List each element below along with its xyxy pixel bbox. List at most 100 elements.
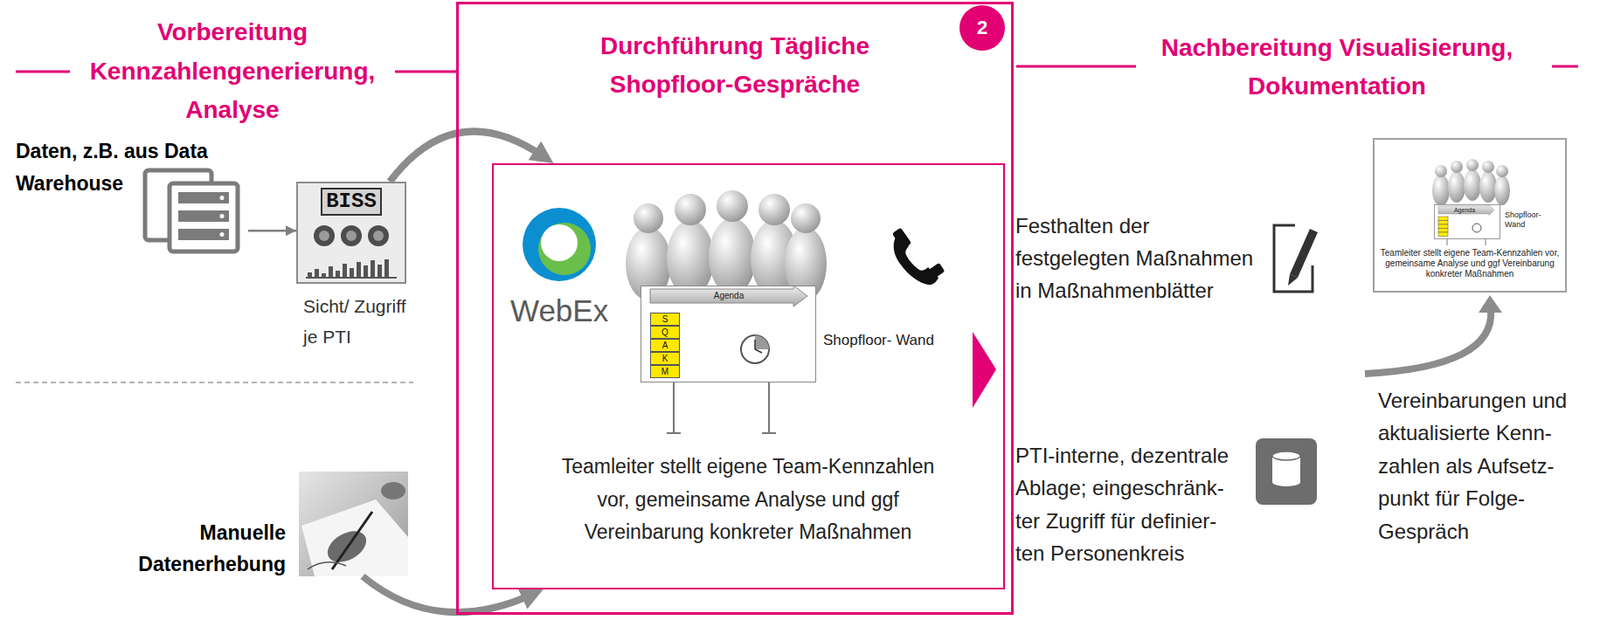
- data-source: Daten, z.B. aus Data Warehouse: [12, 135, 249, 258]
- header-rule-part: [1551, 65, 1579, 69]
- biss-graphic-part: [328, 266, 333, 278]
- server-icon-part: [220, 232, 225, 237]
- biss-graphic-part: [346, 230, 357, 242]
- node-text: Agenda: [1438, 206, 1491, 215]
- team-figures-part: [790, 203, 821, 234]
- thumbnail-figures-part: [1450, 160, 1463, 174]
- node-text-slot: Durchführung Tägliche Shopfloor-Gespräch…: [560, 27, 910, 104]
- pencil-icon-part: [1274, 225, 1313, 292]
- webex-logo-part: [540, 224, 578, 262]
- server-icon: [145, 170, 238, 252]
- server-icon-part: [178, 210, 229, 222]
- shopfloor-board: AgendaSQAKMShopfloor- Wand: [640, 285, 817, 383]
- board-graphic-part: [672, 382, 675, 434]
- biss-graphic-part: [296, 181, 407, 284]
- node-text: Teamleiter stellt eigene Team-Kennzahlen…: [1378, 248, 1561, 280]
- biss-graphic-part: [373, 230, 384, 242]
- flow-triangle-part: [972, 332, 997, 409]
- writing-photo-part: [298, 471, 409, 577]
- node-text: Q: [650, 325, 680, 340]
- phone-icon-part: [892, 228, 912, 250]
- logo-text-slot: WebEx: [510, 293, 609, 329]
- node-text-slot: Agenda: [1438, 206, 1491, 215]
- node-text: Sicht/ Zugriff je PTI: [303, 290, 417, 353]
- thumbnail-figures: [1432, 159, 1510, 246]
- thumbnail-figures-part: [1432, 174, 1450, 207]
- biss-graphic: [296, 181, 407, 284]
- database-icon-part: [1255, 438, 1317, 506]
- thumbnail-figures-part: [1496, 165, 1509, 178]
- node-text: A: [650, 339, 680, 353]
- biss-graphic-part: [356, 262, 361, 278]
- database-icon-part: [1272, 451, 1301, 461]
- board-graphic-part: [768, 382, 770, 434]
- biss-graphic-part: [321, 273, 326, 278]
- phone-icon: [892, 228, 946, 286]
- biss-graphic-part: [377, 264, 382, 278]
- team-figures-part: [674, 193, 707, 226]
- board-graphic-part: [741, 335, 769, 364]
- thumbnail-figures-part: [1438, 224, 1448, 229]
- thumbnail-figures-part: [1494, 175, 1510, 206]
- node-text-slot: S: [650, 312, 680, 326]
- thumbnail-figures-part: [1479, 171, 1497, 203]
- biss-graphic-part: [313, 225, 335, 247]
- node-text: S: [650, 312, 680, 326]
- database-icon: [1255, 438, 1317, 506]
- thumbnail-board: AgendaShopfloor- Wand: [1433, 204, 1501, 240]
- thumbnail-figures-part: [1466, 159, 1479, 172]
- writing-photo-part: [307, 562, 347, 570]
- node-text-slot: Teamleiter stellt eigene Team-Kennzahlen…: [1378, 248, 1561, 280]
- board-graphic: [640, 285, 817, 434]
- server-icon-part: [178, 228, 229, 241]
- team-figures-part: [633, 203, 664, 234]
- manual-input: Manuelle Datenerhebung: [104, 471, 409, 577]
- node-text: Durchführung Tägliche Shopfloor-Gespräch…: [560, 27, 910, 104]
- team-figures: [625, 190, 827, 301]
- thumbnail-figures-part: [1472, 223, 1482, 233]
- board-graphic-part: [650, 285, 808, 307]
- board-graphic-part: [640, 285, 817, 383]
- callout-number: 2: [959, 5, 1005, 51]
- team-figures-part: [716, 190, 749, 222]
- biss-graphic-part: [342, 263, 347, 278]
- node-text: Shopfloor- Wand: [823, 332, 935, 350]
- separator-line: [15, 382, 414, 384]
- biss-graphic-part: [363, 265, 368, 278]
- biss-graphic-part: [349, 268, 354, 278]
- writing-photo-part: [380, 482, 406, 500]
- server-icon-part: [178, 192, 229, 204]
- step-note: Vereinbarungen und aktualisierte Kenn- z…: [1378, 384, 1580, 548]
- node-text-slot: Agenda: [650, 290, 808, 303]
- database-icon-part: [1272, 477, 1301, 487]
- thumbnail-figures-part: [1434, 165, 1448, 178]
- phase-heading-slot: Vorbereitung Kennzahlengenerierung, Anal…: [83, 13, 381, 131]
- phase-heading: Vorbereitung Kennzahlengenerierung, Anal…: [83, 13, 381, 131]
- thumbnail-figures-part: [1438, 228, 1448, 234]
- board-graphic-part: [666, 432, 681, 435]
- feedback-arrow-part: [1478, 295, 1503, 313]
- writing-photo-part: [332, 512, 373, 570]
- board-graphic-part: [754, 339, 756, 350]
- header-rule-part: [394, 70, 457, 74]
- board-graphic-part: [761, 432, 776, 435]
- team-figures-part: [708, 218, 756, 296]
- biss-graphic-part: [384, 259, 389, 278]
- biss-graphic-part: [335, 270, 340, 278]
- biss-graphic-part: [314, 269, 319, 278]
- thumbnail-figures-part: [1463, 169, 1482, 201]
- biss-graphic-part: [370, 260, 375, 278]
- webex-logo-part: [522, 207, 596, 282]
- biss-graphic-part: [307, 272, 312, 278]
- node-text: Teamleiter stellt eigene Team-Kennzahlen…: [547, 450, 949, 550]
- node-text-slot: BISS: [320, 187, 382, 216]
- separator-line-part: [15, 381, 414, 384]
- server-icon-part: [220, 214, 225, 219]
- node-text-slot: Shopfloor- Wand: [1504, 210, 1547, 230]
- step-note: Festhalten der festgelegten Maßnahmen in…: [1015, 209, 1262, 307]
- step-note-slot: PTI-interne, dezentrale Ablage; eingesch…: [1015, 439, 1239, 571]
- header-rule-part: [1016, 65, 1136, 69]
- node-text-slot: A: [650, 339, 680, 353]
- step-note-slot: Vereinbarungen und aktualisierte Kenn- z…: [1378, 384, 1580, 548]
- pencil-icon: [1274, 225, 1318, 292]
